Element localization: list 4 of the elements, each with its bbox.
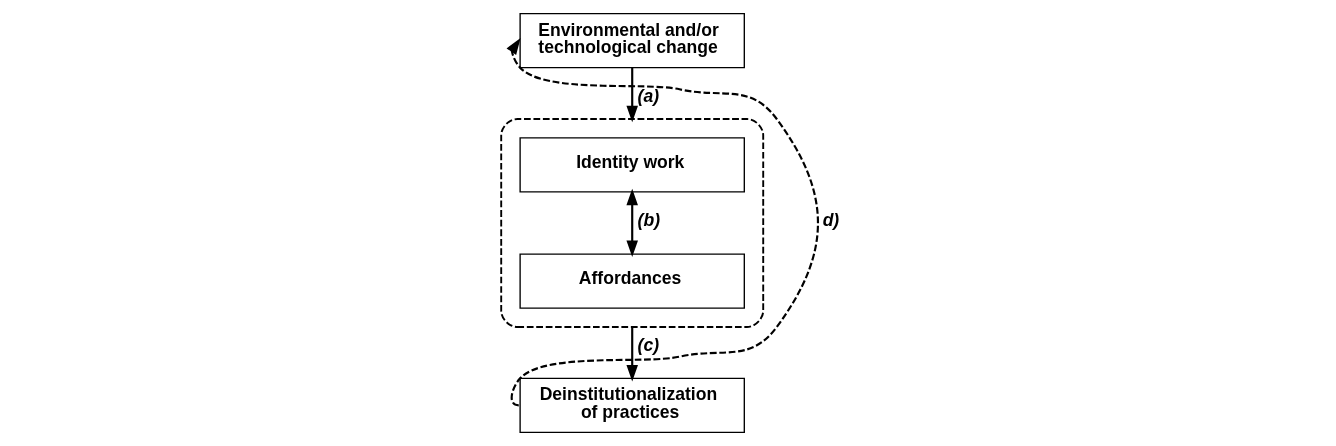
edge-label: (c) xyxy=(637,334,660,355)
edge-label: d) xyxy=(822,210,840,231)
edge-label: (b) xyxy=(637,210,661,231)
edge-label: (a) xyxy=(637,85,660,106)
